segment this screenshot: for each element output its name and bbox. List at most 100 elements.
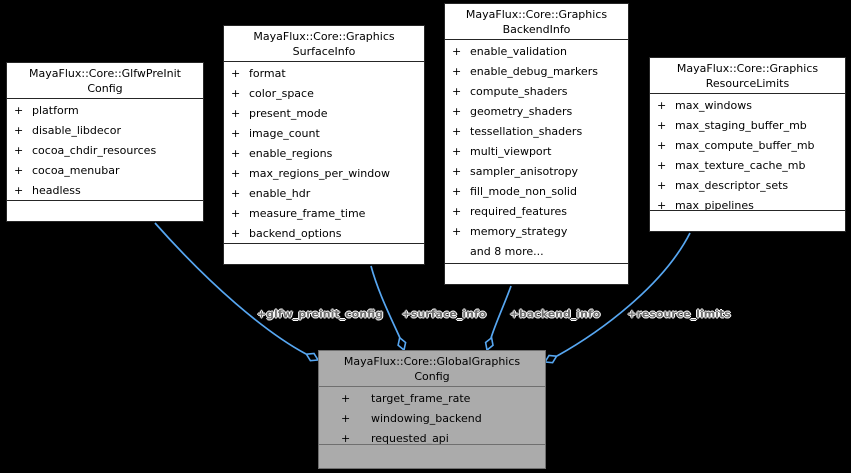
- visibility-symbol: +: [231, 147, 241, 160]
- visibility-symbol: +: [341, 392, 351, 405]
- visibility-symbol: +: [231, 207, 241, 220]
- attribute-row: + max_windows: [657, 96, 839, 116]
- visibility-symbol: +: [452, 185, 462, 198]
- attribute-row: + max_descriptor_sets: [657, 176, 839, 196]
- class-title-line2: SurfaceInfo: [292, 45, 356, 58]
- attribute-name: disable_libdecor: [32, 124, 121, 137]
- attribute-list: + max_windows + max_staging_buffer_mb + …: [650, 94, 845, 210]
- methods-section-empty: [319, 444, 545, 468]
- attribute-row: + max_compute_buffer_mb: [657, 136, 839, 156]
- attribute-row: + enable_regions: [231, 144, 418, 164]
- class-title-line2: ResourceLimits: [705, 77, 790, 90]
- visibility-symbol: +: [452, 225, 462, 238]
- attribute-name: image_count: [249, 127, 320, 140]
- visibility-symbol: +: [14, 144, 24, 157]
- class-title: MayaFlux::Core::GlfwPreInit Config: [7, 63, 203, 99]
- methods-section-empty: [7, 200, 203, 221]
- class-title: MayaFlux::Core::Graphics BackendInfo: [445, 4, 628, 40]
- class-box-graphics-resource-limits[interactable]: MayaFlux::Core::Graphics ResourceLimits …: [649, 57, 846, 232]
- visibility-symbol: +: [14, 164, 24, 177]
- visibility-symbol: +: [341, 432, 351, 444]
- attribute-row: + cocoa_menubar: [14, 161, 197, 181]
- class-box-global-graphics-config[interactable]: MayaFlux::Core::GlobalGraphics Config + …: [318, 350, 546, 469]
- attribute-row: + sampler_anisotropy: [452, 162, 622, 182]
- attribute-list: + platform + disable_libdecor + cocoa_ch…: [7, 99, 203, 200]
- visibility-symbol: +: [14, 184, 24, 197]
- attribute-list: + enable_validation + enable_debug_marke…: [445, 40, 628, 263]
- attribute-name: max_texture_cache_mb: [675, 159, 806, 172]
- class-title-line1: MayaFlux::Core::Graphics: [253, 30, 395, 43]
- edge-label-glfw-preinit-config: +glfw_preinit_config: [256, 307, 384, 321]
- visibility-symbol: +: [452, 65, 462, 78]
- attribute-name: windowing_backend: [371, 412, 482, 425]
- class-box-glfw-preinit-config[interactable]: MayaFlux::Core::GlfwPreInit Config + pla…: [6, 62, 204, 222]
- attribute-name: memory_strategy: [470, 225, 568, 238]
- open-diamond-arrowhead: [543, 354, 558, 364]
- attribute-row: + max_staging_buffer_mb: [657, 116, 839, 136]
- open-diamond-arrowhead: [305, 352, 320, 362]
- attribute-name: cocoa_menubar: [32, 164, 120, 177]
- attribute-name: format: [249, 67, 286, 80]
- visibility-symbol: +: [231, 107, 241, 120]
- attribute-name: enable_hdr: [249, 187, 311, 200]
- attribute-name: enable_regions: [249, 147, 333, 160]
- edge-line-surface-info: [370, 265, 401, 339]
- attribute-row: + platform: [14, 101, 197, 121]
- visibility-symbol: [452, 242, 462, 262]
- attribute-name: fill_mode_non_solid: [470, 185, 577, 198]
- visibility-symbol: +: [231, 127, 241, 140]
- attribute-name: and 8 more...: [470, 245, 544, 258]
- attribute-row: + multi_viewport: [452, 142, 622, 162]
- attribute-name: backend_options: [249, 227, 342, 240]
- visibility-symbol: +: [657, 199, 667, 210]
- attribute-row: + max_regions_per_window: [231, 164, 418, 184]
- class-title: MayaFlux::Core::Graphics SurfaceInfo: [224, 26, 424, 62]
- attribute-row: + requested_api: [341, 429, 539, 444]
- class-title-line1: MayaFlux::Core::Graphics: [465, 8, 608, 21]
- edge-label-backend-info: +backend_info: [509, 307, 601, 321]
- attribute-name: max_descriptor_sets: [675, 179, 789, 192]
- class-title-line1: MayaFlux::Core::Graphics: [676, 62, 819, 75]
- attribute-row: + format: [231, 64, 418, 84]
- visibility-symbol: +: [657, 179, 667, 192]
- attribute-row: + backend_options: [231, 224, 418, 243]
- attribute-row: + enable_debug_markers: [452, 62, 622, 82]
- visibility-symbol: +: [452, 45, 462, 58]
- visibility-symbol: +: [231, 87, 241, 100]
- class-title-line2: Config: [414, 370, 450, 383]
- attribute-name: max_regions_per_window: [249, 167, 390, 180]
- visibility-symbol: +: [231, 67, 241, 80]
- attribute-row: + geometry_shaders: [452, 102, 622, 122]
- attribute-name: cocoa_chdir_resources: [32, 144, 157, 157]
- attribute-row: + memory_strategy: [452, 222, 622, 242]
- visibility-symbol: +: [231, 227, 241, 240]
- visibility-symbol: +: [452, 165, 462, 178]
- attribute-name: platform: [32, 104, 79, 117]
- attribute-name: multi_viewport: [470, 145, 552, 158]
- attribute-name: color_space: [249, 87, 314, 100]
- edge-label-surface-info: +surface_info: [401, 307, 487, 321]
- open-diamond-arrowhead: [484, 336, 494, 352]
- methods-section-empty: [650, 210, 845, 231]
- attribute-name: requested_api: [371, 432, 449, 444]
- attribute-name: enable_debug_markers: [470, 65, 598, 78]
- edge-label-resource-limits: +resource_limits: [627, 307, 731, 321]
- visibility-symbol: +: [452, 125, 462, 138]
- attribute-name: measure_frame_time: [249, 207, 366, 220]
- class-title: MayaFlux::Core::GlobalGraphics Config: [319, 351, 545, 387]
- attribute-name: headless: [32, 184, 81, 197]
- visibility-symbol: +: [14, 124, 24, 137]
- attribute-row: + windowing_backend: [341, 409, 539, 429]
- attribute-row: and 8 more...: [452, 242, 622, 262]
- class-box-graphics-surface-info[interactable]: MayaFlux::Core::Graphics SurfaceInfo + f…: [223, 25, 425, 265]
- attribute-row: + measure_frame_time: [231, 204, 418, 224]
- class-title-line2: BackendInfo: [502, 23, 571, 36]
- class-box-graphics-backend-info[interactable]: MayaFlux::Core::Graphics BackendInfo + e…: [444, 3, 629, 285]
- visibility-symbol: +: [657, 99, 667, 112]
- class-title: MayaFlux::Core::Graphics ResourceLimits: [650, 58, 845, 94]
- class-title-line1: MayaFlux::Core::GlobalGraphics: [343, 355, 521, 368]
- visibility-symbol: +: [14, 104, 24, 117]
- attribute-name: max_compute_buffer_mb: [675, 139, 815, 152]
- visibility-symbol: +: [657, 119, 667, 132]
